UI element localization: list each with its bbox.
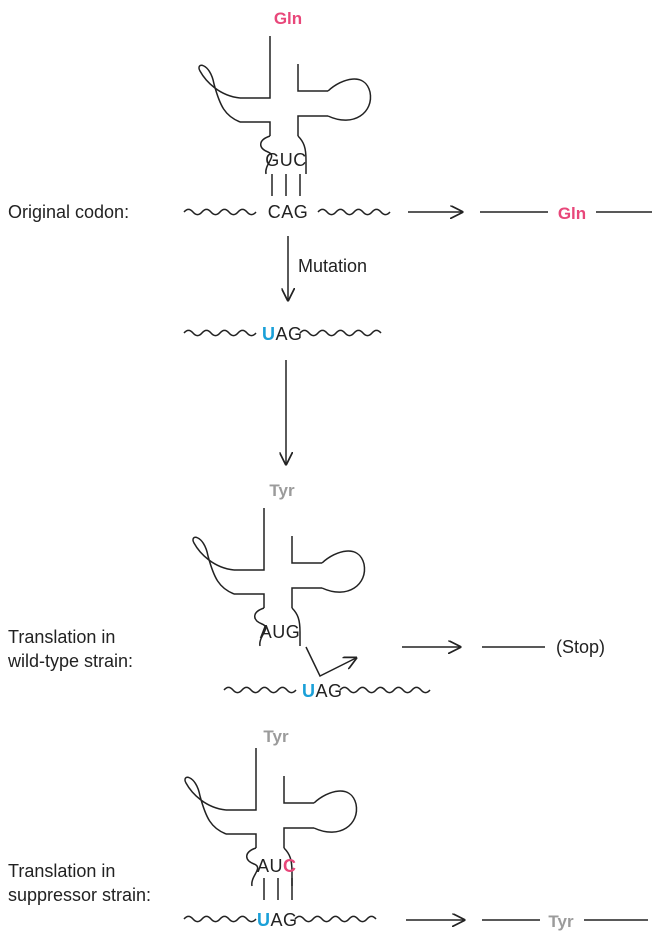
suppressor-label-line1: Translation in bbox=[8, 861, 115, 881]
suppressor-anticodon: AUC bbox=[257, 856, 297, 876]
mrna-wave-right bbox=[317, 208, 391, 216]
wildtype-mrna-codon: UAG bbox=[302, 681, 343, 701]
mutation-label: Mutation bbox=[298, 256, 367, 276]
suppressor-mrna-u: U bbox=[257, 910, 271, 930]
base-pair-lines-original bbox=[271, 174, 301, 196]
wildtype-anticodon-aug: AUG bbox=[260, 622, 301, 642]
mrna-wave-left bbox=[183, 208, 257, 216]
mutated-base-u: U bbox=[262, 324, 276, 344]
product-tyr: Tyr bbox=[548, 912, 574, 931]
original-codon-cag: CAG bbox=[268, 202, 309, 222]
product-gln: Gln bbox=[558, 204, 586, 223]
suppressor-anticodon-prefix: AU bbox=[257, 856, 283, 876]
suppressor-mrna-wave-left bbox=[183, 915, 257, 923]
wildtype-mrna-wave-right bbox=[339, 686, 431, 694]
suppressor-mrna-rest: AG bbox=[271, 910, 298, 930]
mutated-codon-rest: AG bbox=[276, 324, 303, 344]
wildtype-mrna-wave-left bbox=[223, 686, 297, 694]
trna-amino-acid-tyr-suppressor: Tyr bbox=[263, 727, 289, 746]
trna-amino-acid-gln: Gln bbox=[274, 9, 302, 28]
suppressor-label-line2: suppressor strain: bbox=[8, 885, 151, 905]
suppressor-mrna-wave-right bbox=[294, 915, 377, 923]
mutated-codon: UAG bbox=[262, 324, 303, 344]
product-stop: (Stop) bbox=[556, 637, 605, 657]
trna-amino-acid-tyr-wildtype: Tyr bbox=[269, 481, 295, 500]
mutated-mrna-wave-left bbox=[183, 329, 257, 337]
wildtype-mrna-u: U bbox=[302, 681, 316, 701]
trna-anticodon-guc: GUC bbox=[265, 150, 307, 170]
wildtype-label-line1: Translation in bbox=[8, 627, 115, 647]
base-pair-lines-suppressor bbox=[263, 878, 293, 900]
wildtype-label-line2: wild-type strain: bbox=[7, 651, 133, 671]
original-codon-label: Original codon: bbox=[8, 202, 129, 222]
mutated-mrna-wave-right bbox=[299, 329, 382, 337]
suppressor-anticodon-c: C bbox=[283, 856, 297, 876]
wildtype-mrna-rest: AG bbox=[316, 681, 343, 701]
mismatch-arrow bbox=[305, 646, 356, 678]
suppressor-mrna-codon: UAG bbox=[257, 910, 298, 930]
